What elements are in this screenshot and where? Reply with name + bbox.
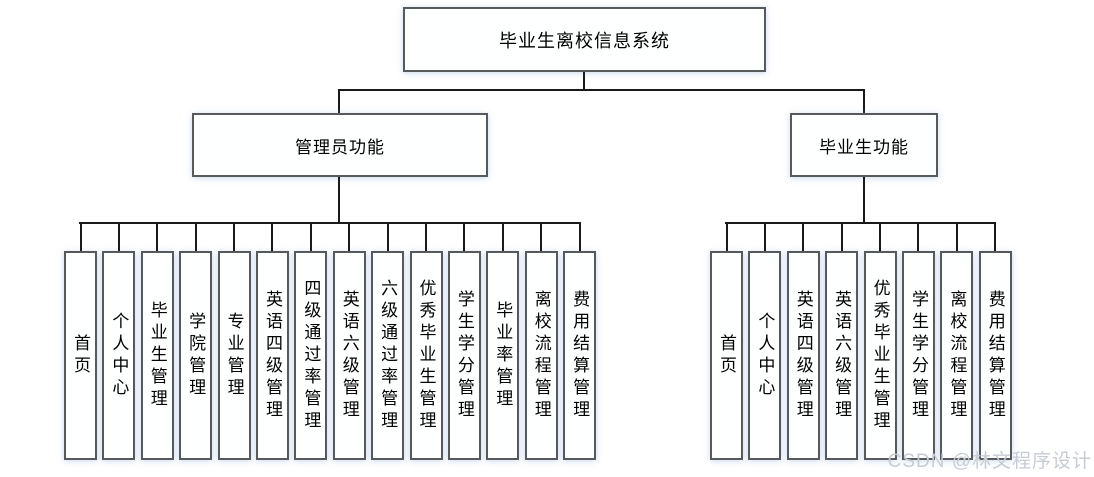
leaf-label: 专业管理 xyxy=(224,311,244,400)
leaf-label: 离校流程管理 xyxy=(531,289,551,422)
leaf-label: 离校流程管理 xyxy=(947,289,967,422)
leaf-label: 六级通过率管理 xyxy=(378,278,398,433)
connector-graduate-out xyxy=(863,177,865,223)
leaf-label: 个人中心 xyxy=(755,311,775,400)
leaf-label: 学生学分管理 xyxy=(908,289,928,422)
leaf-label: 四级通过率管理 xyxy=(301,278,321,433)
leaf-box-grad-fee-settlement-mgmt: 费用结算管理 xyxy=(978,222,1012,460)
root-node-label: 毕业生离校信息系统 xyxy=(499,30,670,51)
admin-branch-label: 管理员功能 xyxy=(295,137,385,157)
graduate-leaf-row: 首页 个人中心 英语四级管理 英语六级管理 优秀毕业生管理 学生学分管理 离校流… xyxy=(710,222,1012,460)
leaf-box-admin-leaving-process-mgmt: 离校流程管理 xyxy=(524,222,558,460)
leaf-label: 首页 xyxy=(71,333,90,378)
leaf-box-admin-cet4-mgmt: 英语四级管理 xyxy=(255,222,289,460)
leaf-label: 首页 xyxy=(717,333,736,378)
leaf-label: 学院管理 xyxy=(186,311,206,400)
leaf-box-grad-student-credit-mgmt: 学生学分管理 xyxy=(901,222,935,460)
leaf-box-admin-cet6-passrate-mgmt: 六级通过率管理 xyxy=(371,222,405,460)
leaf-box-admin-cet6-mgmt: 英语六级管理 xyxy=(332,222,366,460)
leaf-box-admin-outstanding-graduate-mgmt: 优秀毕业生管理 xyxy=(409,222,443,460)
leaf-box-admin-fee-settlement-mgmt: 费用结算管理 xyxy=(563,222,597,460)
leaf-box-admin-college-mgmt: 学院管理 xyxy=(179,222,213,460)
leaf-box-admin-major-mgmt: 专业管理 xyxy=(217,222,251,460)
leaf-box-admin-personal-center: 个人中心 xyxy=(102,222,136,460)
connector-root-drop xyxy=(583,72,585,91)
leaf-box-grad-outstanding-graduate-mgmt: 优秀毕业生管理 xyxy=(863,222,897,460)
leaf-box-grad-cet6-mgmt: 英语六级管理 xyxy=(825,222,859,460)
leaf-label: 英语四级管理 xyxy=(262,289,282,422)
leaf-box-admin-graduation-rate-mgmt: 毕业率管理 xyxy=(486,222,520,460)
connector-graduate-in xyxy=(863,90,865,114)
leaf-box-grad-cet4-mgmt: 英语四级管理 xyxy=(786,222,820,460)
connector-admin-out xyxy=(338,177,340,223)
leaf-label: 英语六级管理 xyxy=(832,289,852,422)
connector-level1-horizontal xyxy=(338,89,865,91)
leaf-label: 学生学分管理 xyxy=(454,289,474,422)
leaf-label: 优秀毕业生管理 xyxy=(416,278,436,433)
leaf-box-admin-graduate-mgmt: 毕业生管理 xyxy=(140,222,174,460)
graduate-branch-label: 毕业生功能 xyxy=(819,137,909,157)
leaf-box-admin-cet4-passrate-mgmt: 四级通过率管理 xyxy=(294,222,328,460)
leaf-box-grad-personal-center: 个人中心 xyxy=(748,222,782,460)
admin-leaf-row: 首页 个人中心 毕业生管理 学院管理 专业管理 英语四级管理 四级通过率管理 英… xyxy=(64,222,597,460)
leaf-box-grad-home: 首页 xyxy=(710,222,743,460)
leaf-label: 优秀毕业生管理 xyxy=(870,278,890,433)
leaf-box-admin-home: 首页 xyxy=(64,222,97,460)
leaf-label: 费用结算管理 xyxy=(985,289,1005,422)
connector-admin-leaves-horizontal xyxy=(79,222,581,224)
connector-admin-in xyxy=(338,90,340,114)
admin-branch-box: 管理员功能 xyxy=(192,113,488,177)
leaf-label: 英语四级管理 xyxy=(793,289,813,422)
leaf-label: 费用结算管理 xyxy=(570,289,590,422)
leaf-label: 英语六级管理 xyxy=(339,289,359,422)
leaf-box-grad-leaving-process-mgmt: 离校流程管理 xyxy=(940,222,974,460)
leaf-label: 毕业生管理 xyxy=(147,300,167,411)
graduate-branch-box: 毕业生功能 xyxy=(790,113,938,177)
root-node-box: 毕业生离校信息系统 xyxy=(403,7,766,72)
leaf-label: 毕业率管理 xyxy=(493,300,513,411)
connector-graduate-leaves-horizontal xyxy=(725,222,996,224)
leaf-label: 个人中心 xyxy=(109,311,129,400)
leaf-box-admin-student-credit-mgmt: 学生学分管理 xyxy=(447,222,481,460)
